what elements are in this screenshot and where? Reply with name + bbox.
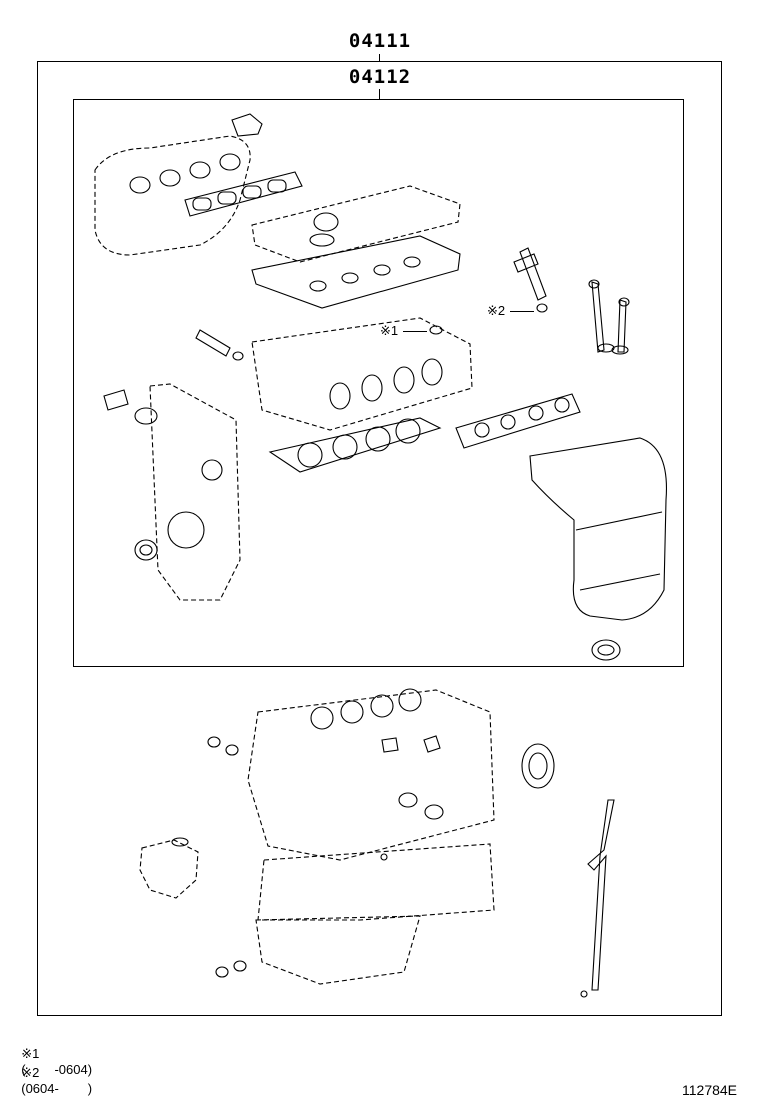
throttle-body-drawing bbox=[231, 113, 263, 137]
callout-mark-2-leader bbox=[510, 311, 534, 312]
intake-manifold-drawing bbox=[94, 135, 251, 256]
exhaust-manifold-drawing bbox=[529, 437, 668, 621]
footnote-1-text: ( -0604) bbox=[21, 1062, 93, 1077]
cylinder-head-drawing bbox=[251, 317, 473, 431]
oil-pan-drawing bbox=[255, 843, 495, 985]
footnote-2-text: (0604- ) bbox=[21, 1081, 93, 1096]
water-pump-drawing bbox=[139, 837, 199, 899]
footnote-2-mark: ※2 bbox=[21, 1065, 40, 1080]
rear-oil-seal-drawing bbox=[521, 743, 555, 789]
valves-drawing bbox=[588, 279, 630, 355]
figure-id: 112784E bbox=[682, 1082, 738, 1098]
cylinder-block-drawing bbox=[247, 688, 495, 861]
crankshaft-oil-seal-drawing bbox=[134, 539, 158, 561]
fuel-injector-drawing bbox=[513, 247, 548, 313]
oil-dipstick-drawing bbox=[580, 799, 615, 998]
footnote-2: ※2 (0604- ) bbox=[14, 1050, 92, 1096]
water-outlet-drawing bbox=[103, 389, 158, 425]
inner-kit-frame bbox=[73, 99, 684, 667]
outer-kit-frame bbox=[37, 61, 722, 1016]
footnote-1-mark: ※1 bbox=[21, 1046, 40, 1061]
exhaust-ring-gasket-drawing bbox=[591, 639, 621, 661]
valve-cover-drawing bbox=[251, 185, 461, 263]
callout-mark-2: ※2 bbox=[487, 303, 506, 318]
cylinder-head-gasket-drawing bbox=[268, 417, 442, 473]
inner-kit-part-number: 04112 bbox=[348, 66, 412, 88]
intake-manifold-gasket-drawing bbox=[184, 171, 303, 217]
sensor-drawing bbox=[195, 329, 244, 361]
timing-cover-drawing bbox=[149, 383, 241, 601]
footnote-1: ※1 ( -0604) bbox=[14, 1031, 92, 1077]
inner-kit-leader-line bbox=[379, 89, 380, 99]
outer-kit-part-number: 04111 bbox=[348, 30, 412, 52]
callout-mark-1-leader bbox=[403, 331, 427, 332]
outer-kit-leader-line bbox=[379, 54, 380, 62]
exhaust-manifold-gasket-drawing bbox=[455, 393, 581, 449]
block-small-gaskets-drawing bbox=[207, 735, 444, 978]
callout-mark-1: ※1 bbox=[380, 323, 399, 338]
valve-cover-gasket-drawing bbox=[251, 235, 461, 309]
